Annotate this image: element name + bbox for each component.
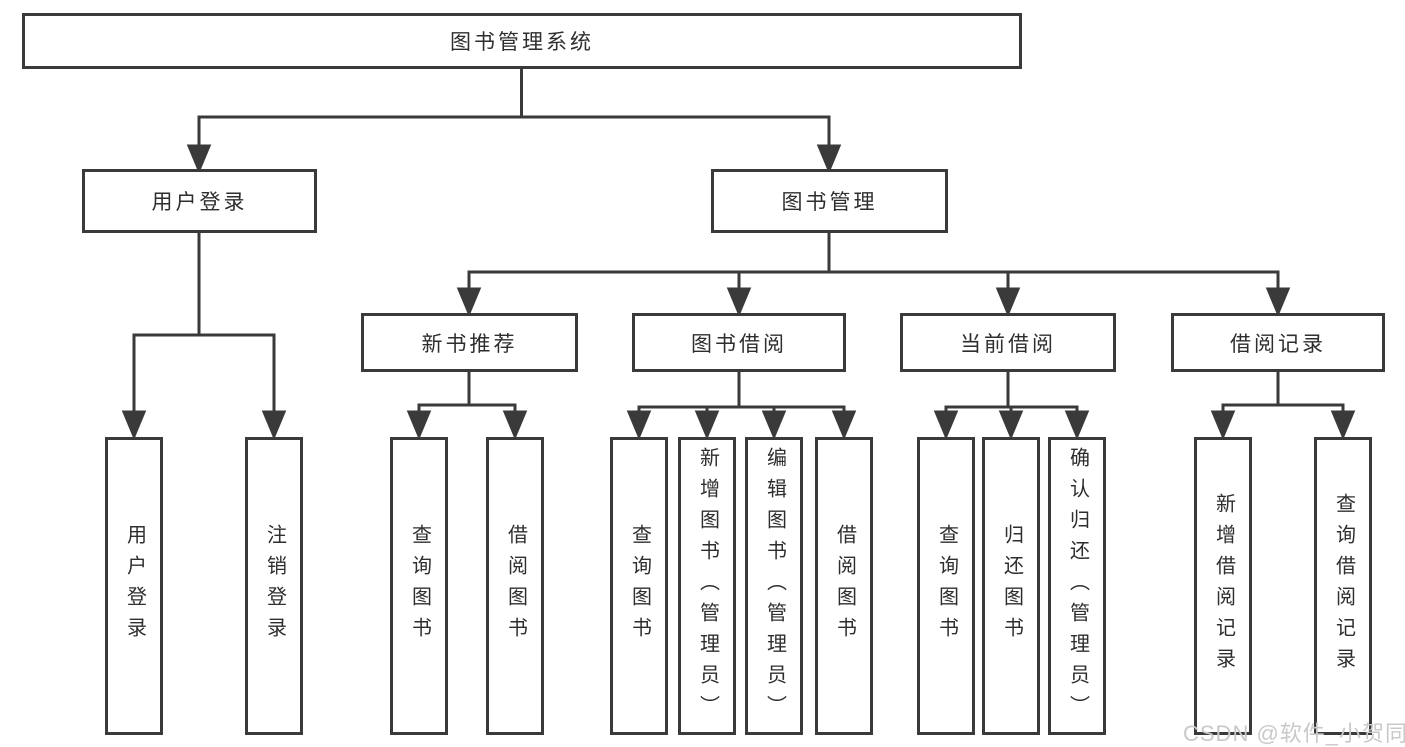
arrowhead <box>995 287 1021 317</box>
leaf-cb-return-books: 归还图书 <box>982 437 1040 735</box>
leaf-user-login: 用户登录 <box>105 437 163 735</box>
leaf-label: 用户登录 <box>123 524 146 648</box>
csdn-watermark: CSDN @软件_小贺同学 <box>1183 721 1405 746</box>
node-book-borrow: 图书借阅 <box>632 313 846 372</box>
arrowhead <box>186 144 212 174</box>
node-label: 图书借阅 <box>691 332 787 356</box>
leaf-label: 归还图书 <box>1000 524 1023 648</box>
leaf-label: 借阅图书 <box>504 524 527 648</box>
node-library-management-system: 图书管理系统 <box>22 13 1022 69</box>
arrowhead <box>1210 410 1236 440</box>
node-book-management: 图书管理 <box>711 169 948 233</box>
node-label: 借阅记录 <box>1230 332 1326 356</box>
leaf-bb-query-books: 查询图书 <box>610 437 668 735</box>
node-label: 图书管理系统 <box>450 31 594 54</box>
arrowhead <box>626 410 652 440</box>
leaf-label: 查询图书 <box>628 524 651 648</box>
leaf-label: 查询图书 <box>935 524 958 648</box>
node-user-login: 用户登录 <box>82 169 317 233</box>
leaf-logout-login: 注销登录 <box>245 437 303 735</box>
arrowhead <box>406 410 432 440</box>
leaf-label: 新增借阅记录 <box>1212 493 1235 679</box>
leaf-label: 查询图书 <box>408 524 431 648</box>
node-label: 新书推荐 <box>421 332 518 356</box>
arrowhead <box>1064 410 1090 440</box>
node-current-borrow: 当前借阅 <box>900 313 1116 372</box>
leaf-label: 借阅图书 <box>833 524 856 648</box>
arrowhead <box>726 287 752 317</box>
arrowhead <box>121 410 147 440</box>
leaf-label: 确认归还（管理员） <box>1066 446 1089 726</box>
leaf-nbr-borrow-books: 借阅图书 <box>486 437 544 735</box>
arrowhead <box>1330 410 1356 440</box>
arrowhead <box>261 410 287 440</box>
arrowhead <box>998 410 1024 440</box>
arrowhead <box>502 410 528 440</box>
node-label: 用户登录 <box>151 191 248 214</box>
arrowhead <box>694 410 720 440</box>
leaf-label: 编辑图书（管理员） <box>763 446 786 726</box>
leaf-label: 新增图书（管理员） <box>696 446 719 726</box>
leaf-label: 查询借阅记录 <box>1332 493 1355 679</box>
node-label: 当前借阅 <box>960 332 1056 356</box>
leaf-bb-edit-books-admin: 编辑图书（管理员） <box>745 437 803 735</box>
arrowhead <box>816 144 842 174</box>
leaf-cb-confirm-return-admin: 确认归还（管理员） <box>1048 437 1106 735</box>
arrowhead <box>1265 287 1291 317</box>
arrowhead <box>456 287 482 317</box>
leaf-cb-query-books: 查询图书 <box>917 437 975 735</box>
leaf-bb-add-books-admin: 新增图书（管理员） <box>678 437 736 735</box>
leaf-nbr-query-books: 查询图书 <box>390 437 448 735</box>
arrowhead <box>933 410 959 440</box>
arrowhead <box>831 410 857 440</box>
node-new-book-recommend: 新书推荐 <box>361 313 578 372</box>
node-label: 图书管理 <box>781 191 878 214</box>
leaf-label: 注销登录 <box>263 524 286 648</box>
leaf-bb-borrow-books: 借阅图书 <box>815 437 873 735</box>
arrowhead <box>761 410 787 440</box>
leaf-br-add-borrow-record: 新增借阅记录 <box>1194 437 1252 735</box>
leaf-br-query-borrow-record: 查询借阅记录 <box>1314 437 1372 735</box>
node-borrow-records: 借阅记录 <box>1171 313 1385 372</box>
